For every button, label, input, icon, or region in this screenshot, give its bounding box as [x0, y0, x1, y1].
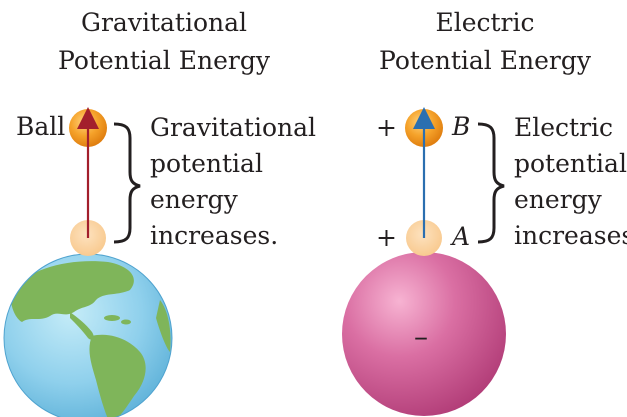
gravitational-desc-line1: Gravitational	[150, 113, 316, 142]
ball-label: Ball	[16, 112, 66, 141]
top-charge-sign: +	[376, 113, 397, 142]
earth-globe	[3, 253, 173, 417]
electric-desc-line1: Electric	[514, 113, 614, 142]
electric-desc-line3: energy	[514, 185, 602, 214]
bottom-charge-sign: +	[376, 223, 397, 252]
gravitational-brace	[113, 122, 141, 244]
gravitational-desc-line3: energy	[150, 185, 238, 214]
negative-sphere	[342, 252, 506, 416]
sphere-charge-sign: –	[414, 320, 428, 353]
electric-brace	[477, 122, 505, 244]
point-b-label: B	[452, 112, 471, 141]
gravitational-title-line2: Potential Energy	[58, 46, 270, 75]
electric-title-line2: Potential Energy	[379, 46, 591, 75]
gravitational-desc-line4: increases.	[150, 221, 279, 250]
gravitational-title-line1: Gravitational	[81, 8, 247, 37]
electric-desc-line4: increases.	[514, 221, 627, 250]
electric-title-line1: Electric	[435, 8, 535, 37]
gravitational-desc-line2: potential	[150, 149, 263, 178]
electric-desc-line2: potential	[514, 149, 627, 178]
point-a-label: A	[452, 222, 471, 251]
